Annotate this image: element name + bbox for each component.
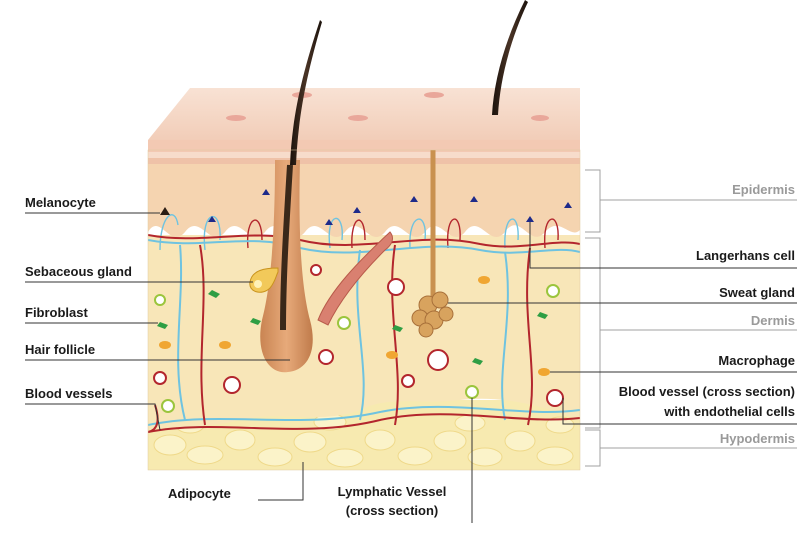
lymphatic-cross-sections [154,284,560,413]
label-sebaceous-gland: Sebaceous gland [25,264,132,279]
hair-shaft-left [290,20,322,165]
label-blood-vessels: Blood vessels [25,386,113,401]
blood-vessel-network [148,234,580,433]
melanocyte-cells [160,189,572,225]
layer-brackets [585,169,797,467]
label-lymphatic-line1: Lymphatic Vessel [337,484,447,499]
label-blood-vessel-cross-line1: Blood vessel (cross section) [618,384,795,399]
layer-hypodermis: Hypodermis [719,431,795,446]
epidermis-layer [148,164,580,237]
sebaceous-gland [249,267,279,293]
label-hair-follicle: Hair follicle [25,342,96,357]
label-langerhans-cell: Langerhans cell [696,248,795,263]
label-lymphatic-line2: (cross section) [345,503,439,518]
leader-lines [25,212,797,523]
skin-surface [148,88,580,164]
capillary-loops [159,214,559,251]
hair-follicle [260,160,313,373]
layer-epidermis: Epidermis [732,182,795,197]
label-adipocyte: Adipocyte [168,486,231,501]
label-blood-vessel-cross-line2: with endothelial cells [664,404,795,419]
label-fibroblast: Fibroblast [25,305,88,320]
sweat-gland [411,150,454,338]
adipocyte-cells [153,413,575,468]
hair-shaft-right [492,0,528,115]
label-sweat-gland: Sweat gland [719,285,795,300]
label-macrophage: Macrophage [718,353,795,368]
arrector-pili-muscle [317,231,393,326]
blood-vessel-cross-sections [153,264,564,407]
layer-dermis: Dermis [750,313,795,328]
label-melanocyte: Melanocyte [25,195,96,210]
fibroblast-cells [157,290,548,365]
macrophage-cells [159,276,550,376]
